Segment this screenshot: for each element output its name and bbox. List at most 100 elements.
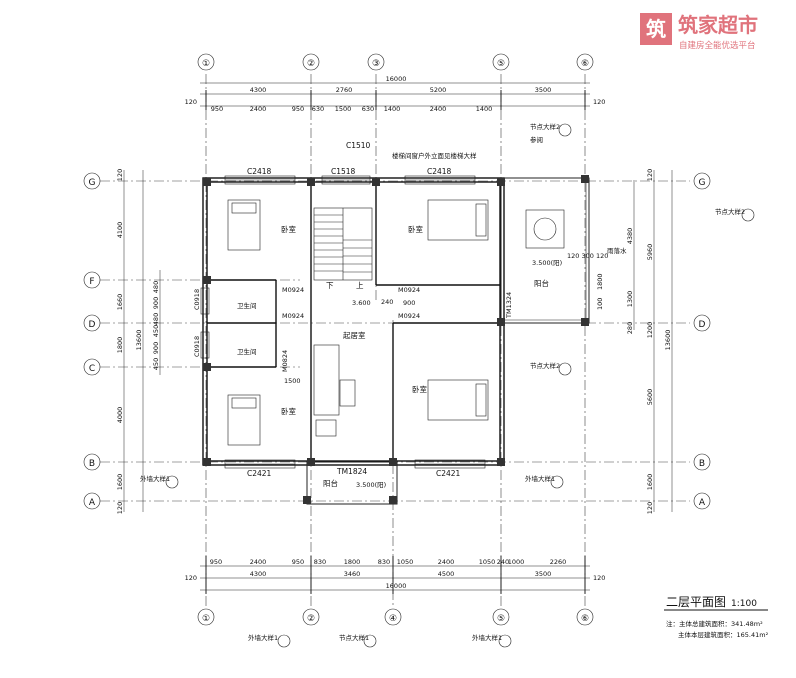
axis-label: ⑥ xyxy=(581,59,589,69)
axis-bubbles-bottom xyxy=(197,608,594,626)
label-m0924-1: M0924 xyxy=(282,286,304,294)
dim-top-4: 3500 xyxy=(535,86,552,94)
note-total-area: 注：主体总建筑面积：341.48m² xyxy=(666,619,763,628)
dim-bot-r2: 240 xyxy=(497,558,509,566)
dim-bot-r2: 830 xyxy=(314,558,326,566)
dim-right: 1200 xyxy=(646,322,654,339)
dimensions-left: 120 4100 1660 1800 4000 1600 120 13600 4… xyxy=(116,169,161,514)
dim-top-total: 16000 xyxy=(386,75,407,83)
label-1800: 1800 xyxy=(596,273,604,290)
room-bedroom-ne: 卧室 xyxy=(408,224,423,234)
label-900: 900 xyxy=(403,299,415,307)
label-c2421-w: C2421 xyxy=(247,469,272,478)
dim-top-3: 5200 xyxy=(430,86,447,94)
label-m0924-3: M0924 xyxy=(398,286,420,294)
axis-label: D xyxy=(699,320,706,330)
dim-bot-r2: 1800 xyxy=(344,558,361,566)
axis-label: ⑥ xyxy=(581,614,589,624)
label-elevation-2: 3.500(阳) xyxy=(532,258,562,267)
axis-label: C xyxy=(89,364,95,374)
note-floor-area: 主体本层建筑面积：165.41m² xyxy=(678,630,769,639)
axis-label: D xyxy=(89,320,96,330)
label-tm1324: TM1324 xyxy=(505,292,513,319)
detail-callout: 外墙大样1 xyxy=(248,633,278,642)
detail-callout: 外墙大样1 xyxy=(472,633,502,642)
label-c0918-2: C0918 xyxy=(193,336,201,357)
dim-bot-r2: 1050 xyxy=(479,558,496,566)
dim-top-r2: 1400 xyxy=(476,105,493,113)
dim-top-r2: 2400 xyxy=(250,105,267,113)
label-drainpipe: 雨落水 xyxy=(607,246,627,255)
dim-left-inner: 900 xyxy=(152,342,160,354)
dim-bot-r2: 1000 xyxy=(508,558,525,566)
brand-logo: 筑 筑家超市 自建房全能优选平台 xyxy=(640,13,758,51)
columns xyxy=(203,175,589,504)
dim-left-inner: 480 xyxy=(152,281,160,293)
axis-label: G xyxy=(699,178,706,188)
dim-right: 5600 xyxy=(646,389,654,406)
walls xyxy=(202,177,590,505)
axis-label: ③ xyxy=(372,59,380,69)
dim-bot-4: 3500 xyxy=(535,570,552,578)
label-240: 240 xyxy=(381,298,393,306)
dim-bot-r2: 2400 xyxy=(438,558,455,566)
dim-left-total: 13600 xyxy=(135,330,143,351)
label-c0918-1: C0918 xyxy=(193,289,201,310)
dim-bot-3: 4500 xyxy=(438,570,455,578)
axis-label: F xyxy=(89,277,94,287)
svg-text:筑: 筑 xyxy=(646,17,666,41)
dim-left: 1660 xyxy=(116,294,124,311)
title-scale: 1:100 xyxy=(731,599,757,609)
detail-callout: 节点大样2 xyxy=(530,361,560,370)
windows xyxy=(200,175,486,469)
axis-label: A xyxy=(699,498,706,508)
dim-right-total: 13600 xyxy=(664,330,672,351)
dim-top-r2: 2400 xyxy=(430,105,447,113)
dimensions-top: 16000 4300 2760 5200 3500 120 950 2400 9… xyxy=(185,75,606,113)
room-bedroom-sw: 卧室 xyxy=(281,406,296,416)
label-c2421-e: C2421 xyxy=(436,469,461,478)
axis-bubbles-right xyxy=(693,172,711,510)
axis-bubbles-left xyxy=(83,172,101,510)
axis-label: G xyxy=(89,178,96,188)
label-1500: 1500 xyxy=(284,377,301,385)
label-m0924-2: M0924 xyxy=(282,312,304,320)
stair-up-label: 上 xyxy=(356,281,364,290)
axis-bubbles-top xyxy=(197,53,594,71)
detail-callout: 节点大样2 xyxy=(530,122,560,131)
axis-label: ① xyxy=(202,614,210,624)
dim-left-inner: 450 xyxy=(152,358,160,370)
dim-left: 4100 xyxy=(116,222,124,239)
dim-top-r2: 120 xyxy=(593,98,605,106)
room-balcony-south: 阳台 xyxy=(323,478,338,488)
dim-bot-r2: 950 xyxy=(210,558,222,566)
dim-bot-total: 16000 xyxy=(386,582,407,590)
dim-bot-1: 4300 xyxy=(250,570,267,578)
dim-top-r2: 1400 xyxy=(384,105,401,113)
dim-left-inner: 900 xyxy=(152,297,160,309)
room-bathroom-2: 卫生间 xyxy=(237,347,257,356)
dim-right-inner: 1300 xyxy=(626,291,634,308)
axis-label: B xyxy=(699,459,705,469)
dim-left: 4000 xyxy=(116,407,124,424)
staircase xyxy=(313,207,373,281)
detail-callout: 外墙大样1 xyxy=(140,474,170,483)
room-balcony-east: 阳台 xyxy=(534,278,549,288)
dim-top-2: 2760 xyxy=(336,86,353,94)
dim-top-r2: 630 xyxy=(362,105,374,113)
dim-right-inner: 4380 xyxy=(626,228,634,245)
dim-right: 120 xyxy=(646,502,654,514)
dim-right: 120 xyxy=(646,169,654,181)
axis-label: ① xyxy=(202,59,210,69)
label-m0924-4: M0924 xyxy=(398,312,420,320)
logo-brand: 筑家超市 xyxy=(678,13,758,37)
detail-sub: 参阅 xyxy=(530,135,543,144)
label-c1518: C1518 xyxy=(331,167,356,176)
label-100: 100 xyxy=(596,298,604,310)
dim-bot-r2: 830 xyxy=(378,558,390,566)
logo-mark-icon xyxy=(640,13,672,45)
label-tm1824: TM1824 xyxy=(336,467,367,476)
dim-bot-r2: 120 xyxy=(593,574,605,582)
detail-callouts: 节点大样2 参阅 节点大样2 节点大样2 外墙大样1 外墙大样1 外墙大样1 节… xyxy=(140,122,755,648)
dim-top-r2: 1500 xyxy=(335,105,352,113)
